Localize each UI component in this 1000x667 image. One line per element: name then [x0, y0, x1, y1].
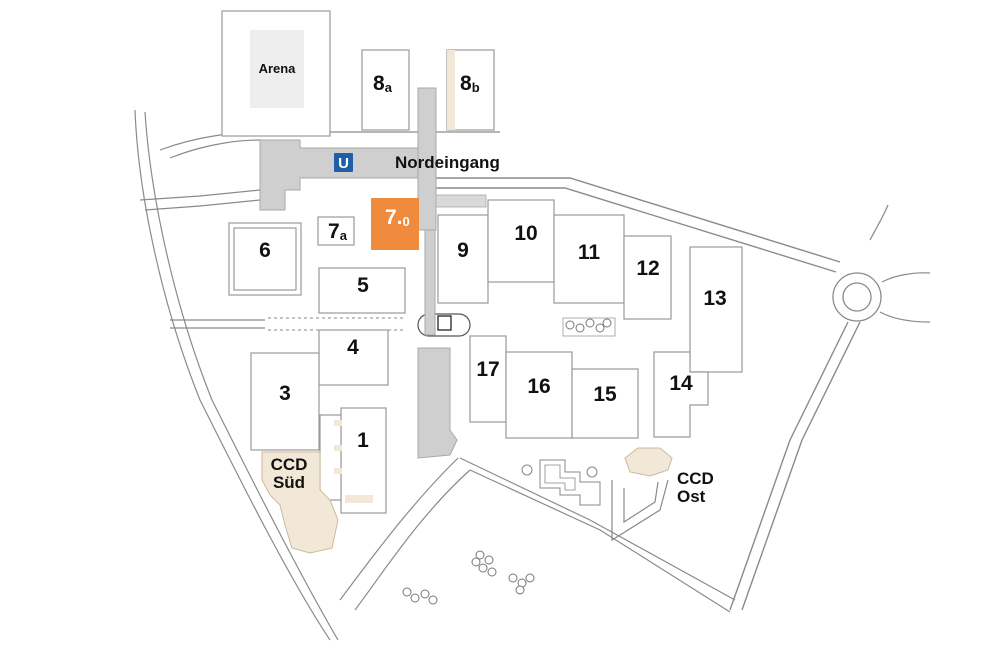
svg-text:U: U	[338, 155, 349, 172]
svg-text:8b: 8b	[460, 72, 480, 95]
hall-8b-number: 8	[460, 72, 472, 95]
u-bahn-station-icon[interactable]: U	[334, 153, 353, 172]
hall-10[interactable]: 10	[487, 199, 555, 283]
hall-8b-suffix: b	[472, 80, 480, 95]
hall-14[interactable]: 14	[653, 351, 709, 438]
hall-16-label: 16	[527, 375, 550, 398]
hall-9[interactable]: 9	[437, 214, 489, 304]
arena-building[interactable]: Arena	[221, 10, 331, 137]
hall-8a-suffix: a	[385, 80, 393, 95]
hall-5[interactable]: 5	[318, 267, 406, 314]
hall-16[interactable]: 16	[505, 351, 573, 439]
hall-10-label: 10	[514, 222, 537, 245]
hall-8a-number: 8	[373, 72, 385, 95]
hall-8b[interactable]: 8b	[446, 49, 495, 131]
hall-8a[interactable]: 8a	[361, 49, 410, 131]
hall-11[interactable]: 11	[553, 214, 625, 304]
hall-4[interactable]: 4	[318, 329, 389, 386]
hall-3-label: 3	[279, 382, 291, 405]
hall-14-label: 14	[669, 372, 693, 395]
hall-15-label: 15	[593, 383, 617, 406]
hall-7-0-suffix: 0	[403, 214, 410, 229]
tree-cluster-north	[562, 317, 616, 337]
hall-4-label: 4	[347, 336, 359, 359]
ccd-ost-label-line1: CCD	[677, 469, 714, 488]
plaza-structure	[521, 459, 601, 506]
hall-17[interactable]: 17	[469, 335, 507, 423]
hall-12-label: 12	[636, 257, 659, 280]
hall-5-label: 5	[357, 274, 369, 297]
hall-1-label: 1	[357, 429, 369, 452]
ccd-sued-label-line1: CCD	[271, 455, 308, 474]
hall-7a-suffix: a	[340, 228, 348, 243]
ccd-sued-label-line2: Süd	[273, 473, 305, 492]
hall-7-0-number: 7.	[385, 206, 403, 229]
hall-7a-number: 7	[328, 220, 340, 243]
arena-label: Arena	[259, 61, 297, 76]
nordeingang-label: Nordeingang	[395, 153, 500, 172]
hall-12[interactable]: 12	[623, 235, 672, 320]
ccd-ost-label-line2: Ost	[677, 487, 706, 506]
hall-13[interactable]: 13	[689, 246, 743, 373]
svg-text:8a: 8a	[373, 72, 393, 95]
hall-7a[interactable]: 7a	[317, 216, 355, 246]
hall-6[interactable]: 6	[228, 222, 302, 296]
hall-11-label: 11	[578, 241, 601, 264]
hall-17-label: 17	[476, 358, 499, 381]
hall-1[interactable]: 1	[319, 407, 387, 514]
hall-15[interactable]: 15	[571, 368, 639, 439]
svg-text:7a: 7a	[328, 220, 348, 243]
svg-text:7.0: 7.0	[385, 206, 410, 229]
hall-6-label: 6	[259, 239, 271, 262]
nordeingang-entrance[interactable]	[259, 87, 487, 459]
ccd-ost-building[interactable]: CCD Ost	[624, 447, 714, 506]
ccd-sued-building[interactable]: CCD Süd	[261, 451, 339, 554]
hall-13-label: 13	[703, 287, 726, 310]
hall-7-0-selected[interactable]: 7.0	[371, 198, 419, 250]
hall-9-label: 9	[457, 239, 469, 262]
tree-cluster-south	[402, 550, 535, 605]
hall-3[interactable]: 3	[250, 352, 320, 451]
